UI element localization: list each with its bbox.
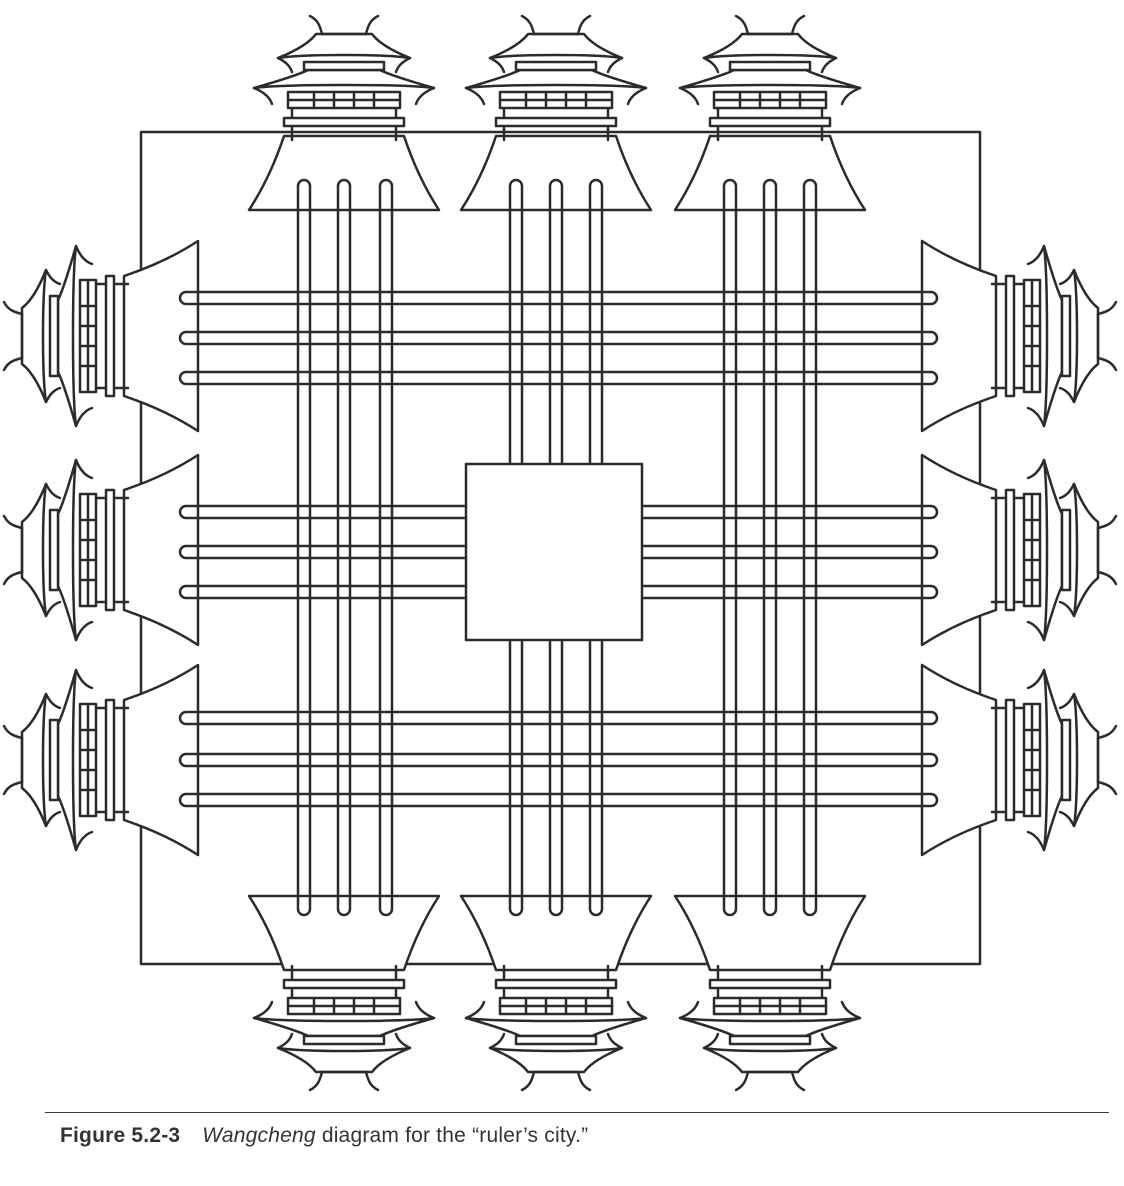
gate-bottom-1	[247, 894, 441, 1092]
figure-number: Figure 5.2-3	[60, 1124, 181, 1147]
gate-right-3	[920, 663, 1118, 857]
gate-right-2	[920, 453, 1118, 647]
caption-divider	[45, 1112, 1109, 1113]
gate-right-1	[920, 239, 1118, 433]
gate-bottom-3	[673, 894, 867, 1092]
gate-bottom-2	[459, 894, 653, 1092]
palace-enclosure	[464, 462, 644, 642]
caption-text: diagram for the “ruler’s city.”	[315, 1124, 589, 1147]
gate-left-3	[2, 663, 200, 857]
gate-left-2	[2, 453, 200, 647]
wangcheng-diagram	[2, 14, 1118, 1092]
caption-term: Wangcheng	[202, 1124, 316, 1147]
figure-caption: Figure 5.2-3 Wangcheng diagram for the “r…	[60, 1124, 588, 1148]
gate-left-1	[2, 239, 200, 433]
